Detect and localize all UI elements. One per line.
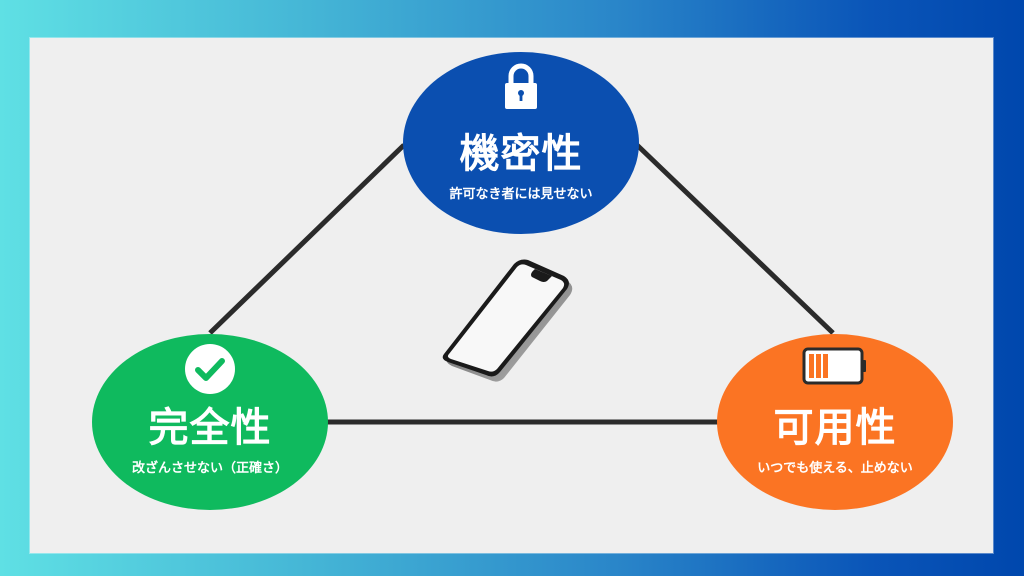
node-title: 可用性 [773,405,897,451]
node-subtitle: 許可なき者には見せない [449,187,593,202]
node-title: 完全性 [148,405,272,451]
smartphone-image [436,258,578,384]
node-integrity: 完全性 改ざんさせない（正確さ） [92,334,328,510]
battery-icon [802,347,868,389]
node-subtitle: いつでも使える、止めない [757,461,913,476]
node-confidentiality: 機密性 許可なき者には見せない [403,52,639,234]
node-subtitle: 改ざんさせない（正確さ） [131,461,288,476]
node-availability: 可用性 いつでも使える、止めない [717,334,953,510]
lock-icon [501,62,541,114]
node-title: 機密性 [459,131,583,177]
checkmark-circle-icon [185,344,235,398]
edge-confidentiality-availability [635,143,835,335]
edge-confidentiality-integrity [208,143,406,335]
